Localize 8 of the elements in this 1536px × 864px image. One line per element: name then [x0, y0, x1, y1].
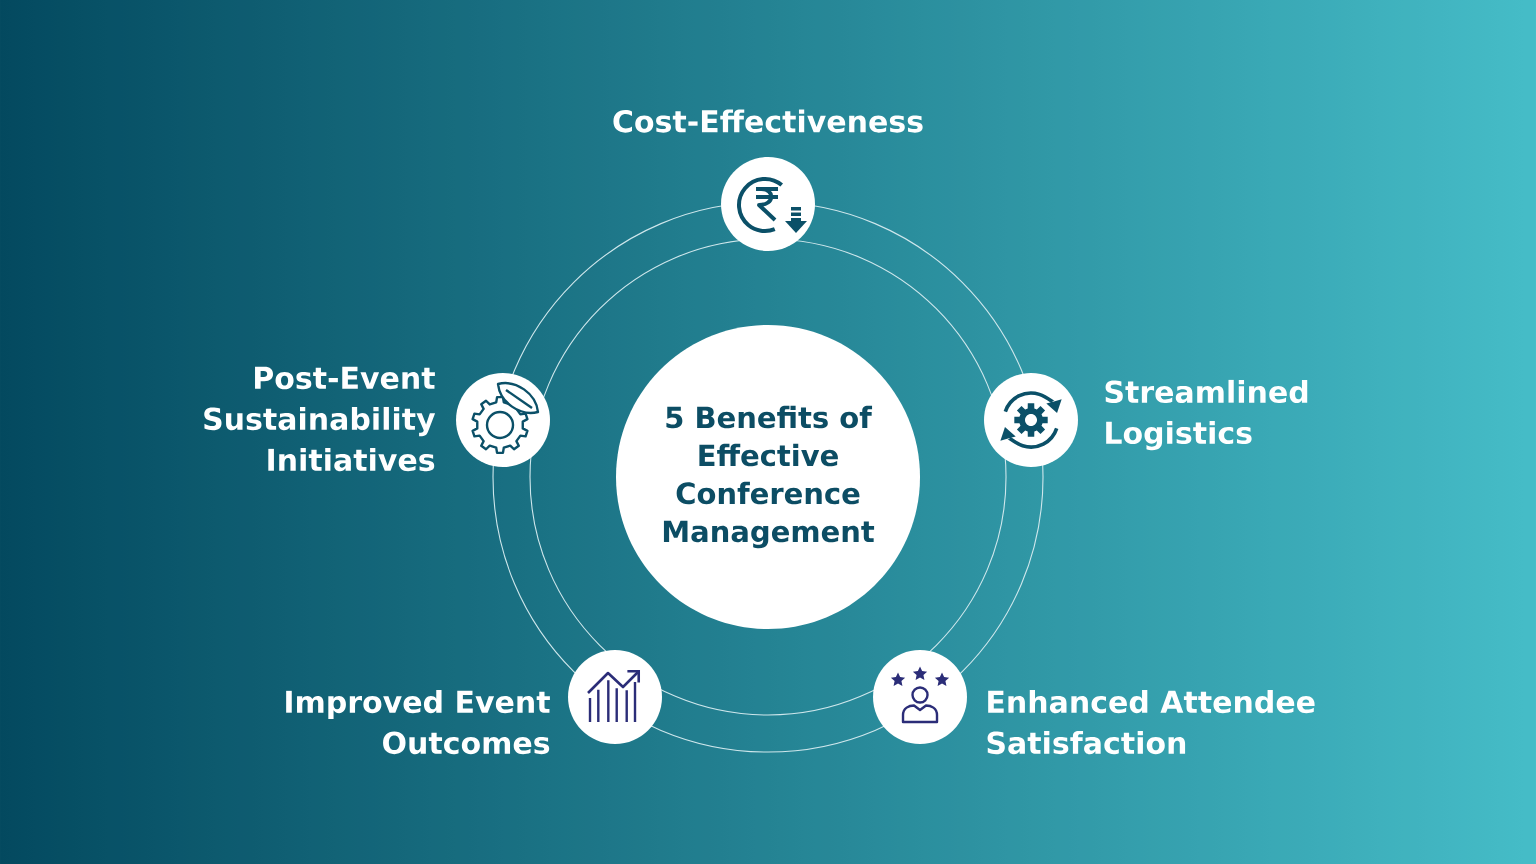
benefit-label: Post-Event Sustainability Initiatives [204, 366, 436, 472]
benefit-label: Streamlined Logistics [1105, 379, 1308, 451]
benefit-label: Enhanced Attendee Satisfaction [987, 689, 1315, 755]
benefit-label: Cost-Effectiveness [613, 109, 923, 133]
benefit-label: Improved Event Outcomes [286, 689, 550, 755]
icon-circle [721, 157, 815, 251]
icon-circle [568, 650, 662, 744]
icon-circle [873, 650, 967, 744]
